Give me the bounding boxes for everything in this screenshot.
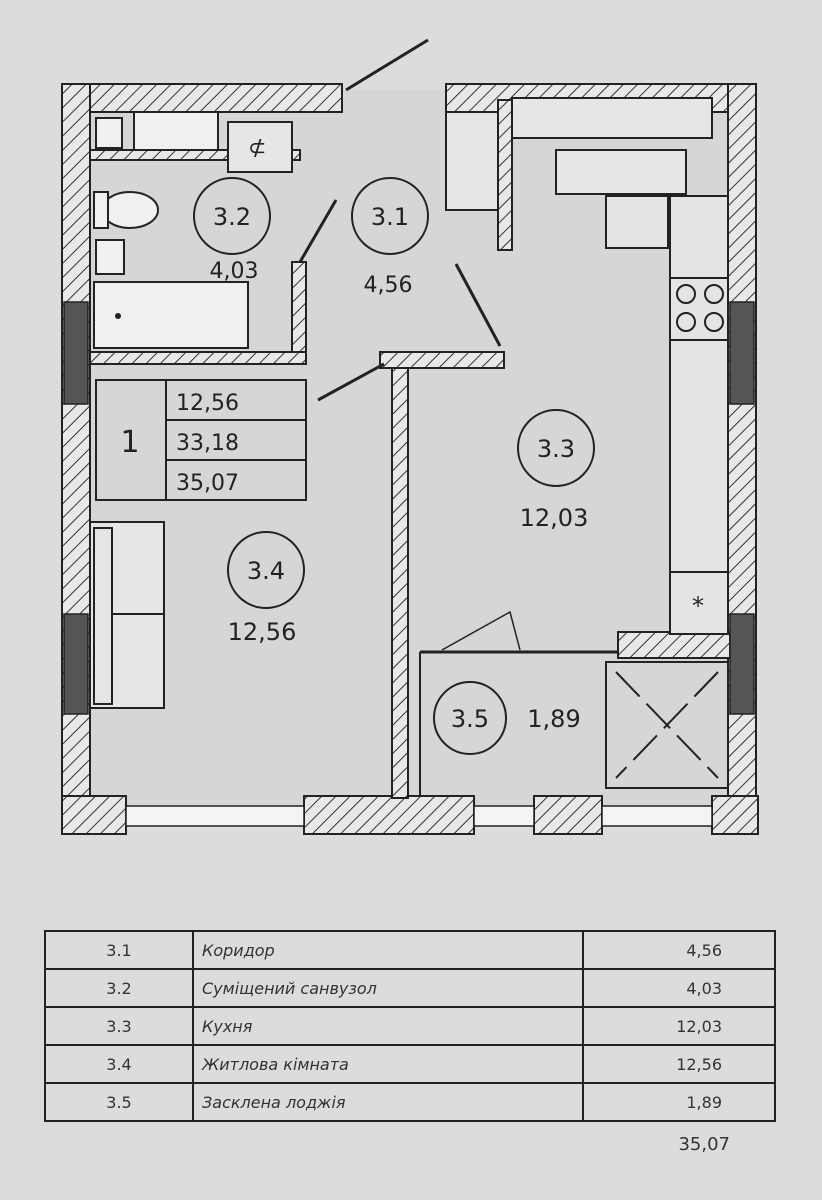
room-marker-circle-3-1 [351, 177, 429, 255]
summary-rooms-count: 1 [120, 425, 139, 460]
stove-burner-3 [676, 312, 696, 332]
storage-box [605, 661, 729, 789]
room-name: Засклена лоджія [192, 1082, 584, 1122]
wall-shaft [497, 99, 513, 251]
column-left-top [63, 301, 89, 405]
room-number: 3.4 [44, 1044, 194, 1084]
room-area: 12,03 [582, 1006, 776, 1046]
loggia-storage [605, 661, 729, 789]
storage-cross-2 [615, 671, 719, 779]
column-right-bottom [729, 613, 755, 715]
kitchen-fixtures [605, 195, 729, 635]
table-row: 3.3 Кухня 12,03 [44, 1006, 776, 1046]
sofa-back [93, 527, 113, 705]
kitchen-door [454, 263, 502, 347]
room-marker-circle-3-2 [193, 177, 271, 255]
shaft-bath [227, 121, 293, 173]
sink-counter [133, 111, 219, 151]
wall-bottom-left [61, 795, 127, 835]
room-name: Коридор [192, 930, 584, 970]
wall-kitchen-top [379, 351, 505, 369]
toilet-bowl [101, 191, 159, 229]
summary-living-area: 12,56 [176, 391, 239, 416]
room-marker-circle-3-4 [227, 531, 305, 609]
table-row: 3.4 Житлова кімната 12,56 [44, 1044, 776, 1084]
room-name: Суміщений санвузол [192, 968, 584, 1008]
wall-top-left [69, 83, 343, 113]
room-id-3-2: 3.2 [213, 203, 251, 231]
doors [298, 38, 521, 651]
ventilation-mark: ⊄ [248, 136, 266, 161]
total-area: 35,07 [678, 1134, 730, 1155]
room-name: Кухня [192, 1006, 584, 1046]
table-row: 3.2 Суміщений санвузол 4,03 [44, 968, 776, 1008]
room-area-3-4: 12,56 [228, 618, 297, 646]
room-area: 1,89 [582, 1082, 776, 1122]
room-number: 3.1 [44, 930, 194, 970]
room-area: 4,56 [582, 930, 776, 970]
room-area: 12,56 [582, 1044, 776, 1084]
wall-loggia-top [617, 631, 731, 659]
shafts [227, 97, 713, 211]
kitchen-sink [605, 195, 669, 249]
room-id-3-1: 3.1 [371, 203, 409, 231]
room-number: 3.5 [44, 1082, 194, 1122]
shaft-left [445, 111, 499, 211]
wall-bottom-mid2 [533, 795, 603, 835]
room-id-3-4: 3.4 [247, 557, 285, 585]
stove-burner-4 [704, 312, 724, 332]
room-area-3-3: 12,03 [520, 504, 589, 532]
column-left-bottom [63, 613, 89, 715]
room-door [317, 362, 385, 402]
entrance-door [345, 38, 429, 92]
wall-bottom-right [711, 795, 759, 835]
room-area-3-5: 1,89 [527, 705, 580, 733]
column-right-top [729, 301, 755, 405]
stove-burner-2 [704, 284, 724, 304]
windows [125, 805, 713, 827]
room-name: Житлова кімната [192, 1044, 584, 1084]
window-room [125, 805, 305, 827]
summary-frame [95, 379, 307, 501]
bathroom-door [298, 199, 338, 263]
window-kitchen [473, 805, 535, 827]
toilet-tank [93, 191, 109, 229]
sofa [89, 521, 165, 709]
room-number: 3.2 [44, 968, 194, 1008]
loggia-door [441, 610, 521, 651]
wall-bath-bottom [89, 351, 307, 365]
shaft-top-long [511, 97, 713, 139]
shaft-kitchen [555, 149, 687, 195]
wall-bath-partition [291, 261, 307, 359]
summary-area-without-loggia: 33,18 [176, 431, 239, 456]
apartment-summary [95, 379, 307, 501]
room-markers [193, 177, 595, 755]
bathroom-fixtures [93, 111, 249, 349]
kitchen-counter [669, 195, 729, 635]
room-marker-circle-3-5 [433, 681, 507, 755]
washing-machine [95, 117, 123, 149]
room-schedule-table: 3.1 Коридор 4,56 3.2 Суміщений санвузол … [44, 930, 776, 1122]
floor-plan: ⊄ * [61, 38, 759, 835]
room-number: 3.3 [44, 1006, 194, 1046]
riser-mark: * [692, 592, 704, 620]
wall-kitchen-left [391, 359, 409, 799]
table-row: 3.5 Засклена лоджія 1,89 [44, 1082, 776, 1122]
wall-bottom-mid [303, 795, 475, 835]
room-marker-circle-3-3 [517, 409, 595, 487]
room-id-3-3: 3.3 [537, 435, 575, 463]
boiler [95, 239, 125, 275]
room-area-3-1: 4,56 [364, 273, 413, 298]
columns [63, 301, 755, 715]
stove-burner-1 [676, 284, 696, 304]
room-area: 4,03 [582, 968, 776, 1008]
window-loggia [601, 805, 713, 827]
summary-total-area: 35,07 [176, 471, 239, 496]
room-id-3-5: 3.5 [451, 705, 489, 733]
table-row: 3.1 Коридор 4,56 [44, 930, 776, 970]
room-area-3-2: 4,03 [210, 259, 259, 284]
bathtub-drain [115, 313, 121, 319]
